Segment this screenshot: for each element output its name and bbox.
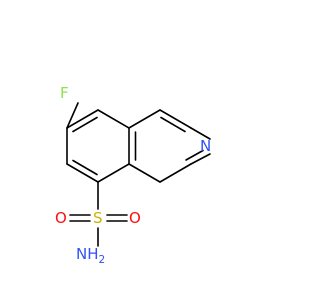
bond-n-c10 [190, 153, 211, 165]
bond-c5-c6 [66, 109, 99, 129]
bond-n-c10-inner [185, 149, 204, 161]
bond-c2-c10-fused [128, 163, 161, 183]
bond-c7-c8 [128, 109, 161, 129]
sulfonyl-bonds [69, 214, 128, 247]
bond-c8-c9 [159, 109, 192, 129]
oxygen-left-label: O [55, 209, 67, 227]
structure-canvas: F N S O O NH2 [55, 84, 212, 266]
bond-c9-n [190, 127, 211, 140]
amine-subscript: 2 [98, 254, 106, 266]
bond-c3-c4 [66, 163, 99, 183]
amine-label: NH2 [76, 245, 106, 266]
molecule-diagram [66, 102, 211, 210]
bond-c2-c3 [97, 163, 130, 183]
bond-c3-c4-inner [72, 159, 98, 176]
bond-c5-c6-inner [72, 116, 98, 133]
bond-group [66, 102, 211, 210]
oxygen-right-label: O [129, 209, 141, 227]
amine-main-label: NH [76, 245, 99, 263]
sulfur-label: S [93, 209, 103, 227]
bond-c10-c2 [159, 163, 192, 183]
bond-c4-f [66, 102, 79, 129]
bond-c6-c1 [97, 109, 130, 129]
ring-nitrogen-label: N [200, 137, 212, 155]
bond-c8-c9-inner [160, 116, 186, 133]
fluorine-label: F [60, 84, 69, 102]
